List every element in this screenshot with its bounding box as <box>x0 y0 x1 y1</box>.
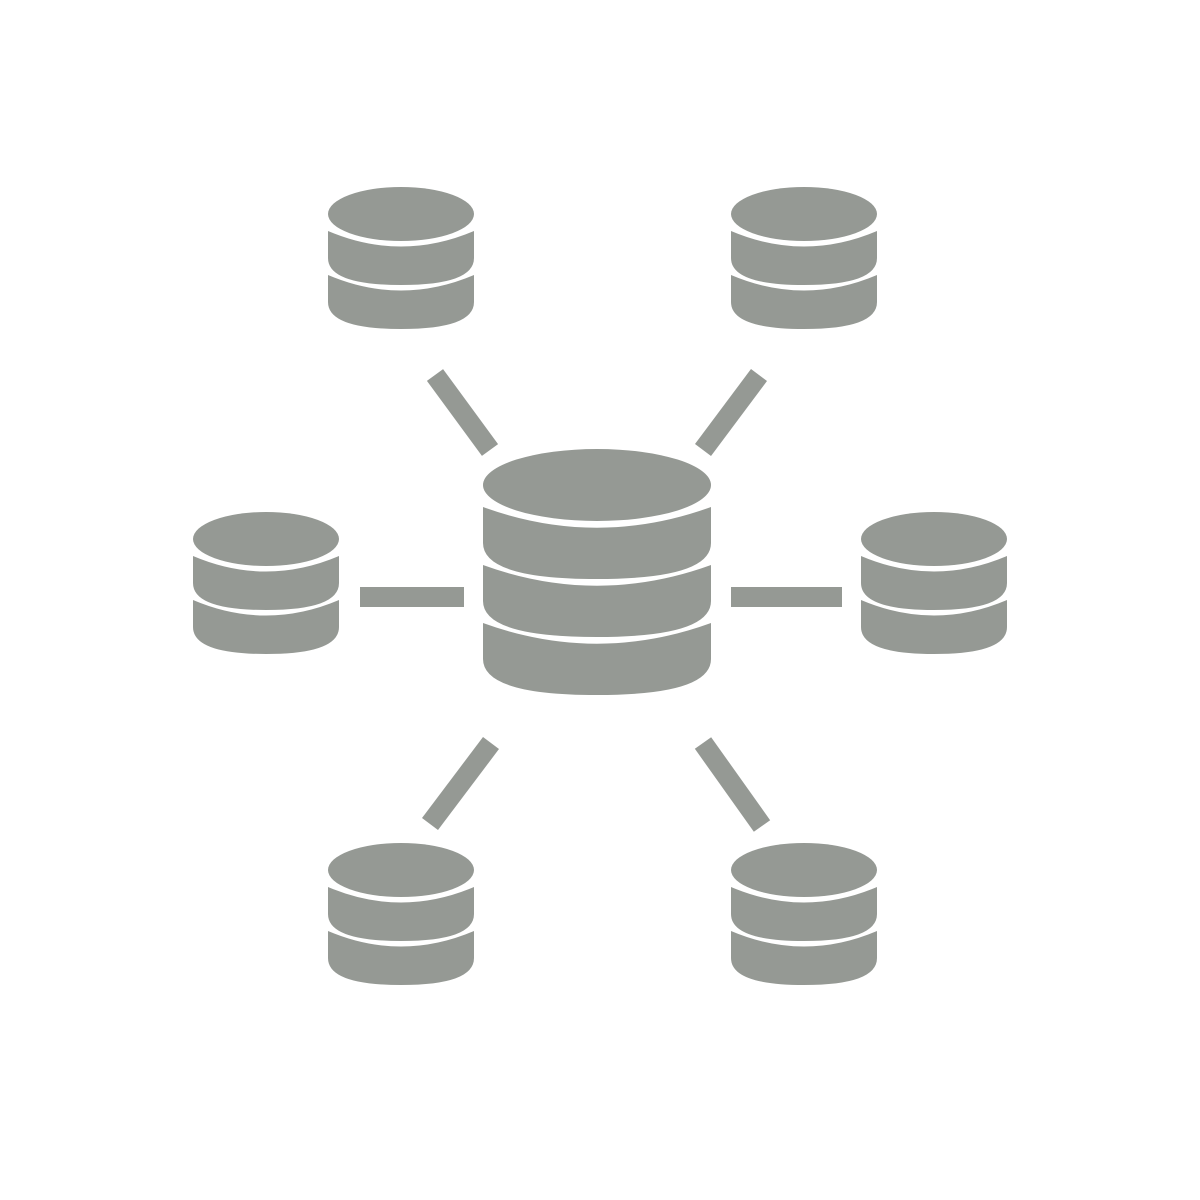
database-layer <box>861 600 1007 654</box>
database-top-disk <box>861 512 1007 566</box>
database-layer <box>731 887 877 941</box>
connector-top-left <box>426 369 499 456</box>
database-top-disk <box>731 187 877 241</box>
database-layer <box>328 887 474 941</box>
database-layer <box>328 931 474 985</box>
database-top-disk <box>731 843 877 897</box>
connector-bottom-left <box>422 736 499 831</box>
database-top-disk <box>483 449 711 521</box>
database-layer <box>861 556 1007 610</box>
database-layer <box>328 275 474 329</box>
database-icon-top-right <box>731 187 877 329</box>
database-icon-bottom-left <box>328 843 474 985</box>
database-top-disk <box>328 843 474 897</box>
database-top-disk <box>328 187 474 241</box>
connector-lines <box>360 369 842 832</box>
database-icon-center <box>483 449 711 695</box>
connector-top-right <box>694 369 768 456</box>
connector-bottom-right <box>694 737 771 832</box>
database-layer <box>483 565 711 637</box>
database-layer <box>483 623 711 695</box>
database-nodes <box>193 187 1007 985</box>
database-icon-left <box>193 512 339 654</box>
database-layer <box>731 231 877 285</box>
database-layer <box>731 931 877 985</box>
database-layer <box>328 231 474 285</box>
database-icon-top-left <box>328 187 474 329</box>
database-icon-bottom-right <box>731 843 877 985</box>
database-icon-right <box>861 512 1007 654</box>
database-layer <box>731 275 877 329</box>
database-top-disk <box>193 512 339 566</box>
database-layer <box>193 600 339 654</box>
database-layer <box>483 507 711 579</box>
database-layer <box>193 556 339 610</box>
